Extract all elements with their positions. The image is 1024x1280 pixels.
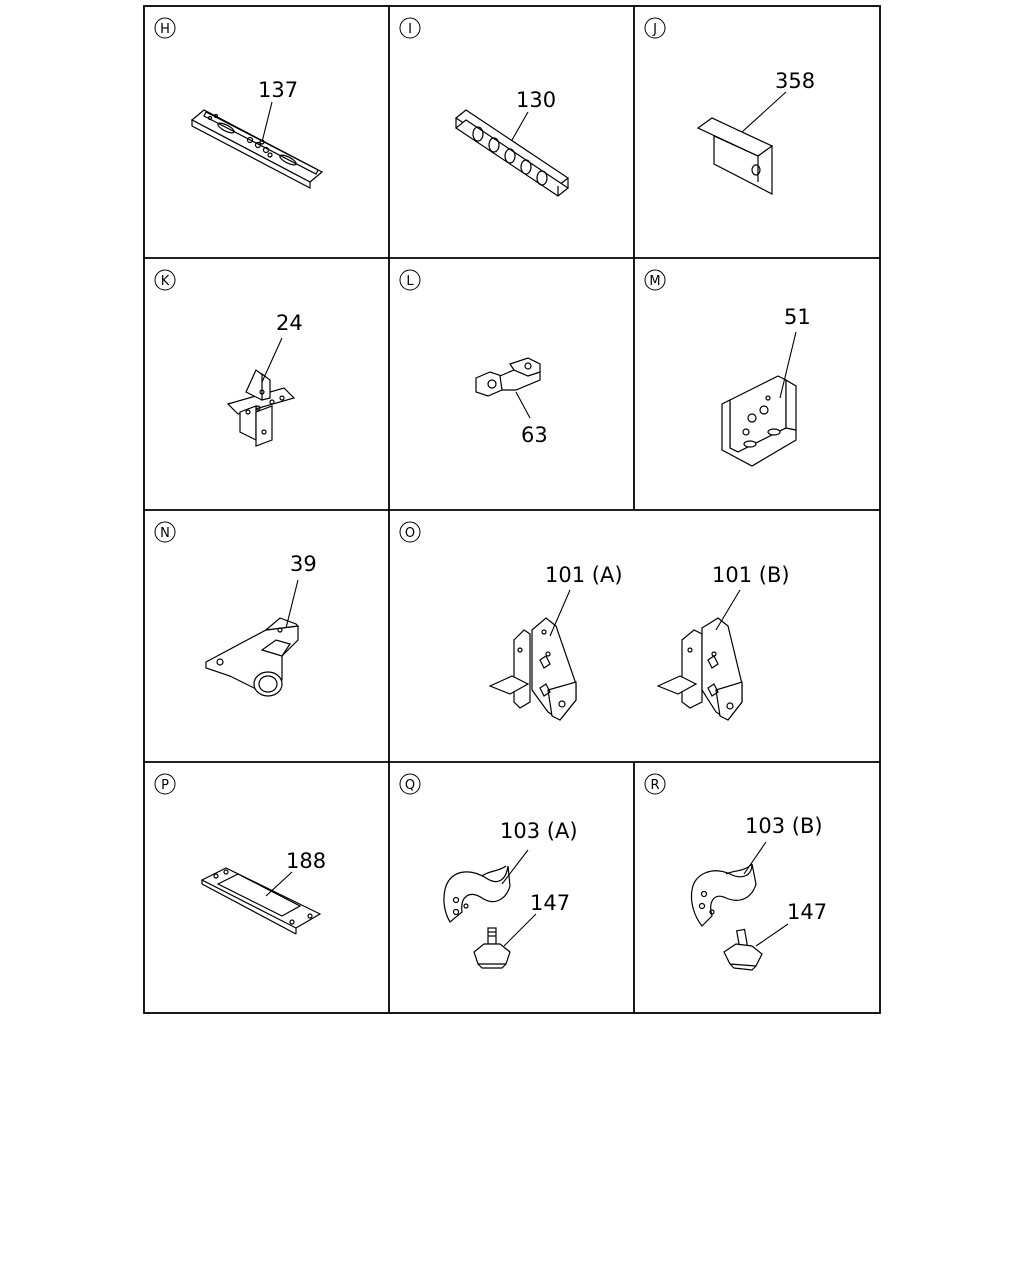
panel-i-letter: I (408, 22, 412, 37)
part-label-188: 188 (286, 849, 326, 873)
panel-l: L 63 (399, 269, 548, 447)
mount-cushion-part-147-r (723, 928, 763, 971)
channel-member-part-130 (454, 109, 570, 197)
panel-q: Q 103 (A) 147 (399, 773, 578, 969)
panel-grid (143, 5, 881, 1014)
part-label-103a: 103 (A) (500, 819, 578, 843)
panel-l-letter: L (406, 274, 414, 289)
panel-o-letter-badge: O (399, 521, 421, 543)
part-label-358: 358 (775, 69, 815, 93)
panel-o-letter: O (405, 526, 415, 541)
panel-n-letter: N (160, 526, 170, 541)
frame-rail-part-137 (190, 109, 324, 189)
mount-bracket-part-103a (443, 865, 511, 923)
housing-bracket-part-39 (205, 617, 300, 697)
panel-k: K 24 (154, 269, 303, 447)
panel-l-letter-badge: L (399, 269, 421, 291)
panel-h: H 137 (154, 17, 324, 189)
part-label-39: 39 (290, 552, 317, 576)
panel-n-letter-badge: N (154, 521, 176, 543)
panel-j-letter-badge: J (644, 17, 666, 39)
panel-k-letter: K (161, 274, 170, 289)
angle-bracket-part-358 (696, 117, 774, 195)
part-label-147-r: 147 (787, 900, 827, 924)
panel-j: J 358 (644, 17, 815, 195)
panel-o: O 101 (A) 101 (B) (399, 521, 790, 721)
gusset-part-101a (488, 617, 577, 721)
panel-h-letter: H (160, 22, 170, 37)
panel-p-letter: P (161, 778, 169, 793)
panel-p: P 188 (154, 773, 326, 935)
panel-m-letter-badge: M (644, 269, 666, 291)
panel-n: N 39 (154, 521, 317, 697)
panel-p-letter-badge: P (154, 773, 176, 795)
part-label-147-q: 147 (530, 891, 570, 915)
panel-q-letter: Q (405, 778, 415, 793)
part-label-130: 130 (516, 88, 556, 112)
panel-i-letter-badge: I (399, 17, 421, 39)
part-label-63: 63 (521, 423, 548, 447)
panel-r-letter-badge: R (644, 773, 666, 795)
mount-cushion-part-147 (473, 927, 511, 969)
panel-i: I 130 (399, 17, 570, 197)
part-label-101b: 101 (B) (712, 563, 790, 587)
panel-k-letter-badge: K (154, 269, 176, 291)
panel-m: M 51 (644, 269, 811, 467)
mounting-bracket-part-51 (721, 375, 797, 467)
part-label-101a: 101 (A) (545, 563, 623, 587)
mount-bracket-part-103b (690, 863, 757, 927)
panel-r-letter: R (650, 778, 659, 793)
panel-j-letter: J (652, 22, 657, 37)
panel-q-letter-badge: Q (399, 773, 421, 795)
panel-m-letter: M (649, 274, 660, 289)
gusset-part-101b (656, 617, 743, 721)
part-label-103b: 103 (B) (745, 814, 823, 838)
part-label-137: 137 (258, 78, 298, 102)
panel-r: R 103 (B) 147 (644, 773, 827, 971)
clip-bracket-part-63 (475, 357, 541, 397)
frame-bracket-part-188 (200, 867, 322, 935)
gusset-bracket-part-24 (226, 369, 296, 447)
part-label-24: 24 (276, 311, 303, 335)
panel-h-letter-badge: H (154, 17, 176, 39)
part-label-51: 51 (784, 305, 811, 329)
